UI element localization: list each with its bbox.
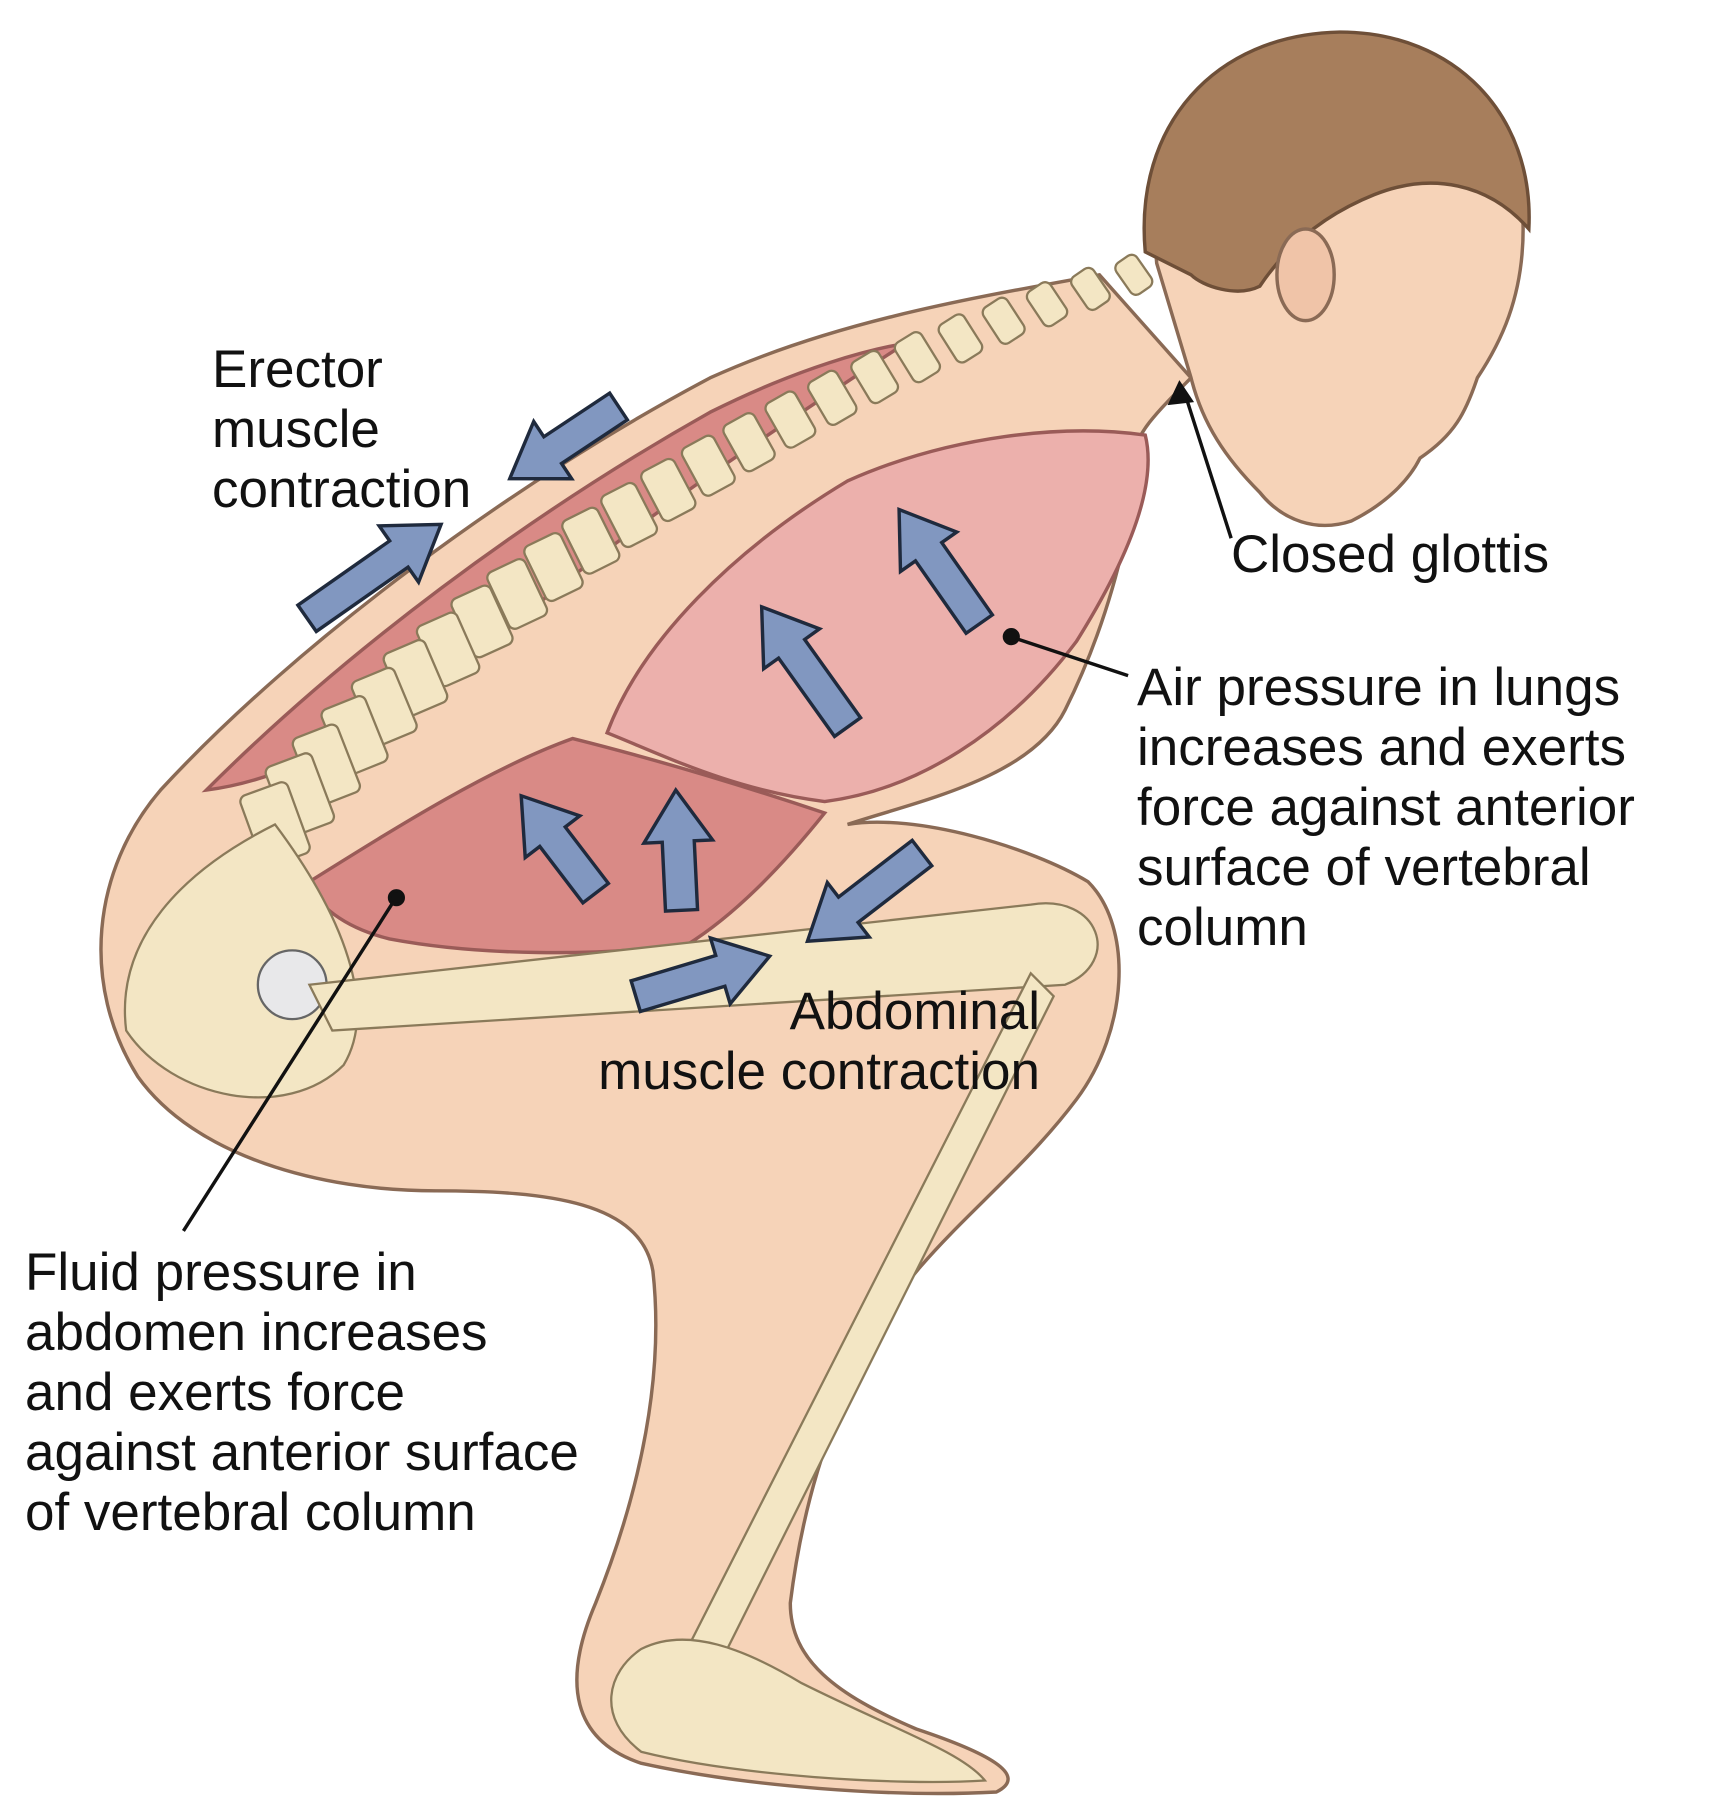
air-label-line: column — [1137, 898, 1308, 957]
air-label-line: increases and exerts — [1137, 718, 1627, 777]
vertebra — [486, 557, 549, 630]
air-label-line: force against anterior — [1137, 778, 1635, 837]
force-arrow — [897, 507, 995, 636]
force-arrow — [640, 786, 716, 913]
air-leader-dot — [1002, 628, 1020, 646]
force-arrow — [519, 793, 611, 906]
vertebra — [640, 457, 697, 523]
vertebra — [764, 390, 817, 449]
abdominal-label-line: Abdominal — [789, 982, 1040, 1041]
erector-label-line: muscle — [212, 400, 380, 459]
fluid-label-line: of vertebral column — [25, 1483, 476, 1542]
vertebra — [1114, 253, 1154, 296]
pelvis — [123, 822, 359, 1099]
vertebra — [937, 313, 984, 364]
air-leader-line — [1013, 636, 1129, 678]
fluid-leader-dot — [387, 889, 405, 907]
glottis-pointer — [1167, 380, 1195, 406]
fluid-label-line: abdomen increases — [25, 1303, 488, 1362]
vertebra — [850, 349, 900, 405]
air-pressure-label: Air pressure in lungs increases and exer… — [1137, 658, 1635, 958]
glottis-label: Closed glottis — [1231, 525, 1550, 584]
vertebra — [1070, 266, 1111, 312]
vertebra — [981, 296, 1026, 345]
foot-bones — [610, 1638, 988, 1784]
abdominal-label: Abdominal muscle contraction — [510, 982, 1040, 1102]
air-label-line: surface of vertebral — [1137, 838, 1591, 897]
glottis-leader-line — [1183, 394, 1233, 539]
fluid-leader-line — [181, 897, 397, 1232]
force-arrow — [507, 390, 630, 481]
vertebra — [893, 331, 942, 384]
lungs — [604, 429, 1150, 804]
fluid-label-line: against anterior surface — [25, 1423, 579, 1482]
vertebra — [722, 412, 776, 473]
fluid-label-line: Fluid pressure in — [25, 1243, 417, 1302]
erector-label: Erector muscle contraction — [212, 340, 471, 520]
force-arrow — [628, 935, 773, 1014]
erector-label-line: Erector — [212, 340, 383, 399]
hair — [1142, 30, 1531, 293]
leader-lines — [181, 380, 1233, 1232]
vertebra — [561, 506, 621, 575]
fluid-pressure-label: Fluid pressure in abdomen increases and … — [25, 1243, 579, 1543]
vertebra — [600, 481, 659, 549]
force-arrow — [295, 522, 444, 634]
air-label-line: Air pressure in lungs — [1137, 658, 1621, 717]
vertebra — [1025, 281, 1069, 328]
abdominal-label-line: muscle contraction — [598, 1042, 1040, 1101]
ear — [1275, 227, 1336, 323]
vertebra — [523, 532, 584, 603]
vertebra — [680, 434, 736, 497]
erector-label-line: contraction — [212, 460, 472, 519]
vertebra — [807, 369, 858, 426]
force-arrow — [759, 604, 863, 739]
force-arrow — [805, 837, 935, 944]
force-arrows — [295, 390, 995, 1014]
fluid-label-line: and exerts force — [25, 1363, 406, 1422]
